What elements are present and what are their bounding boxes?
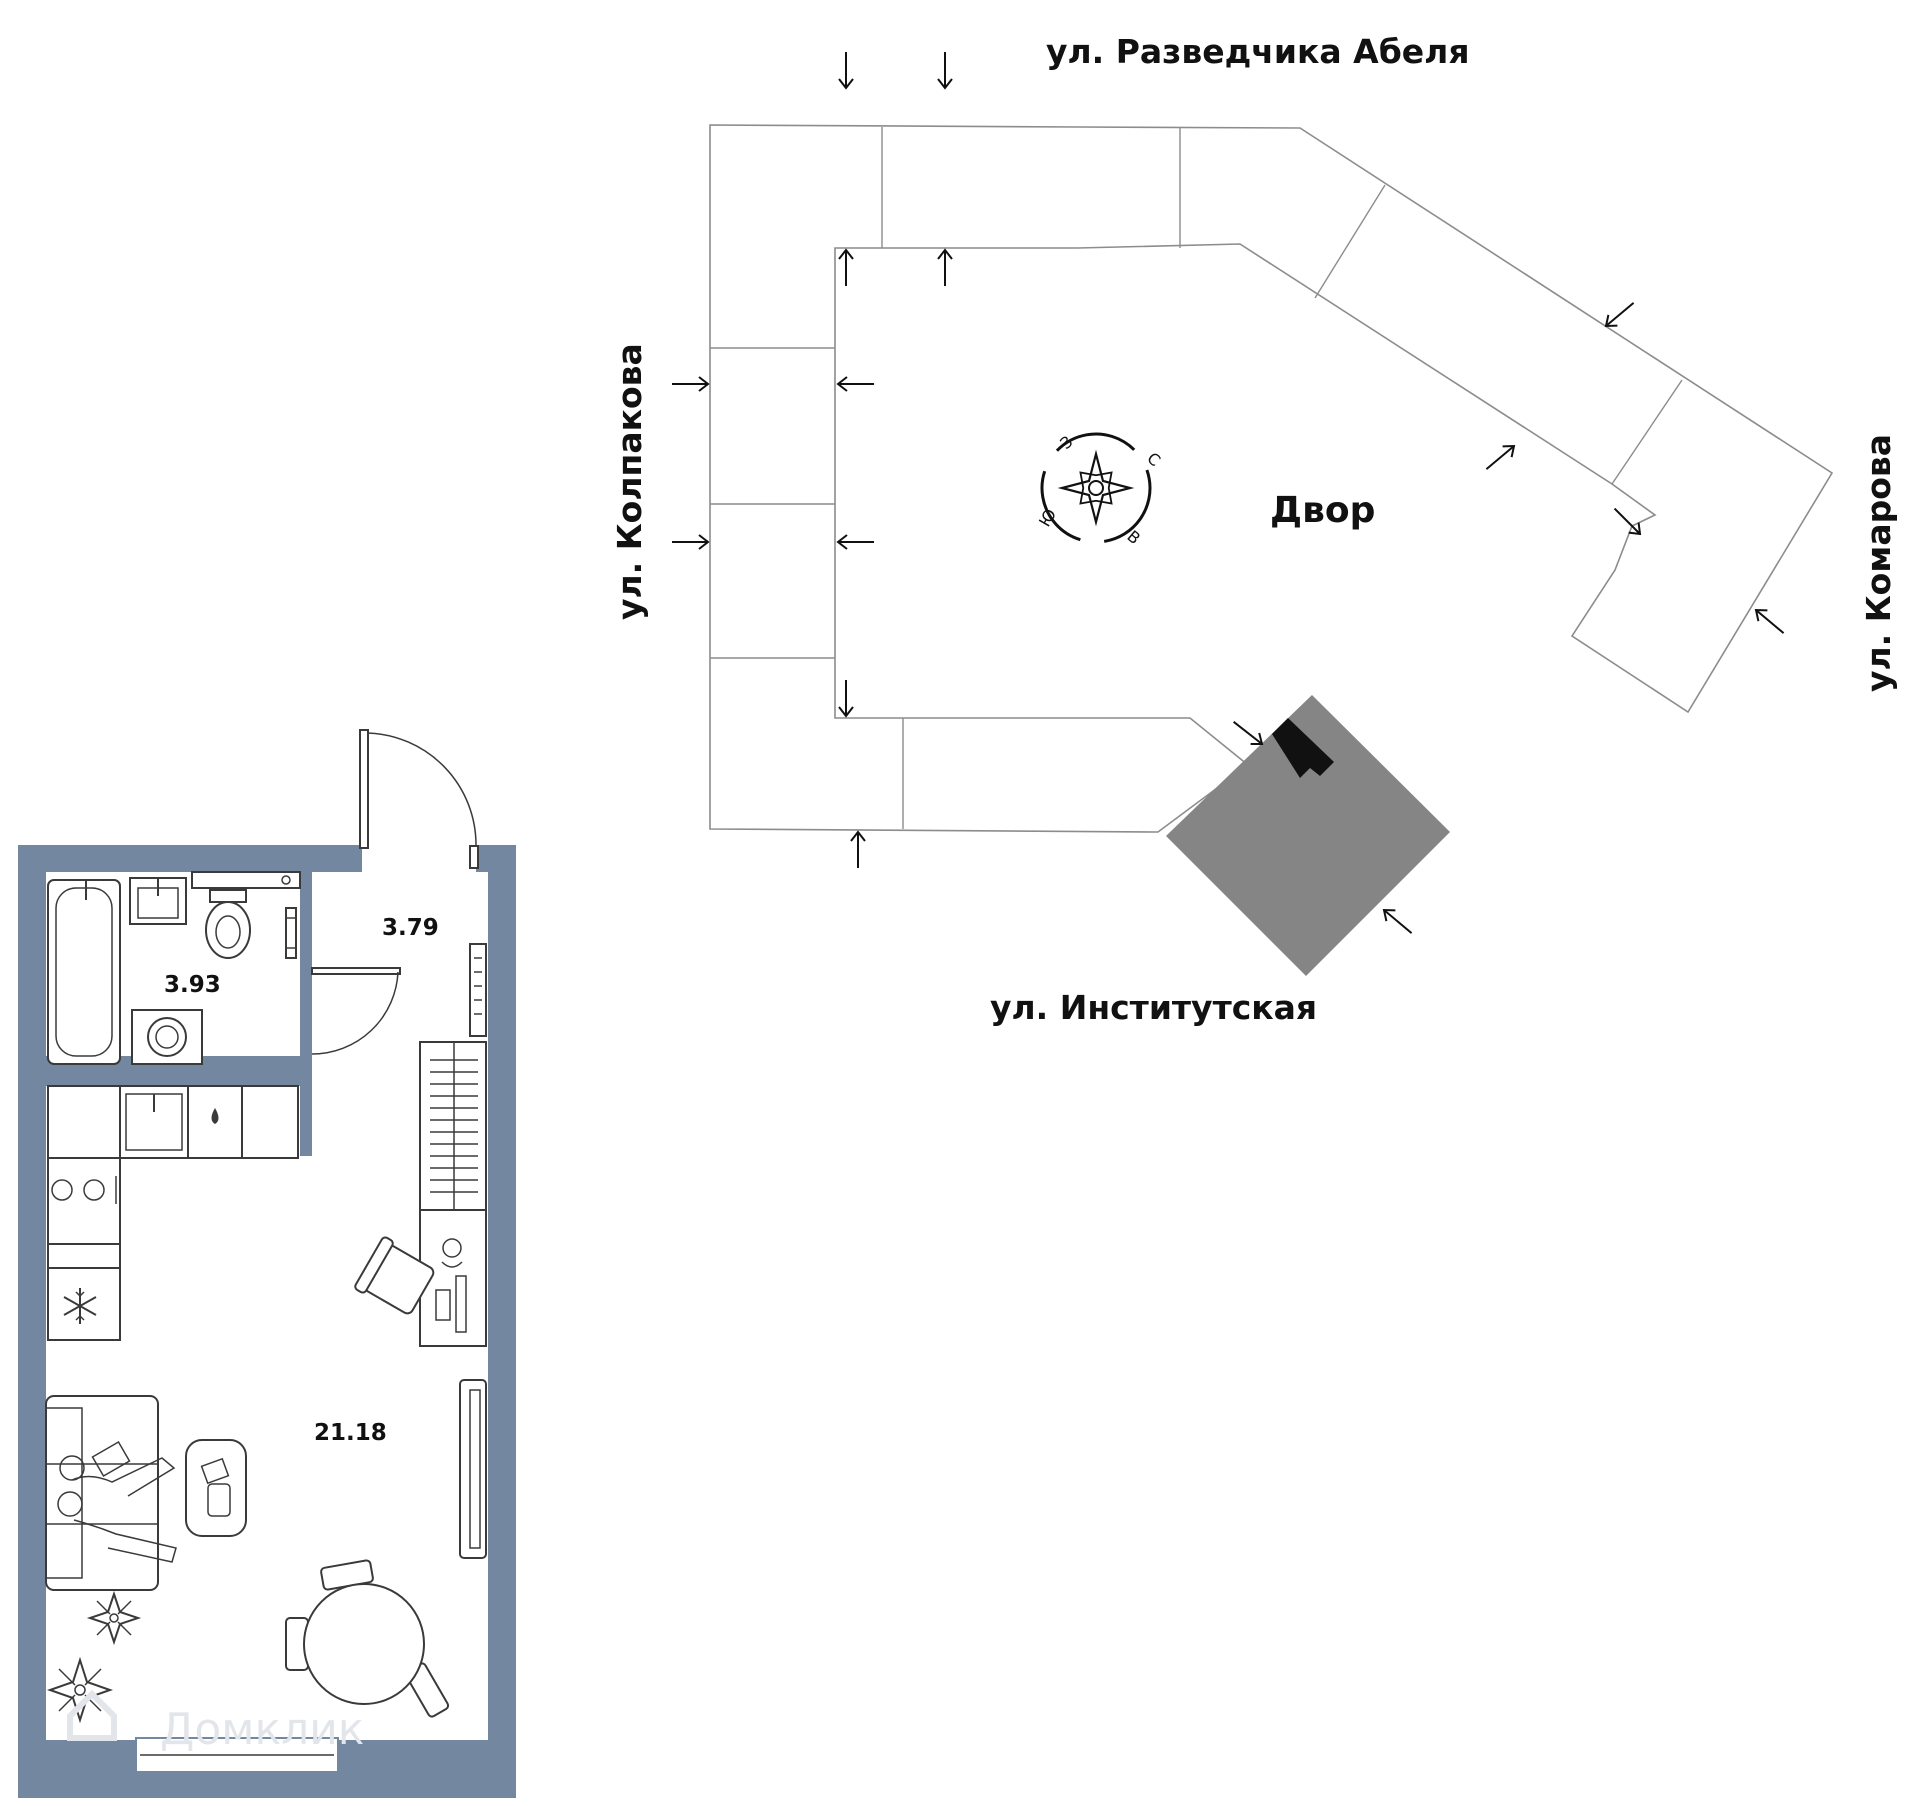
water-drop-icon [211,1108,219,1124]
compass-rose-icon [1040,432,1152,544]
building-section-lines [710,127,1683,829]
partition-bath-hall [300,872,312,1056]
dining-table-icon [285,1559,450,1718]
partition-kitchen-stub [300,1056,312,1156]
bathtub-icon [47,879,121,1065]
desk-chair-icon [354,1236,435,1315]
street-north-label: ул. Разведчика Абеля [1046,32,1470,71]
apartment-plan: Домклик 3.93 3.79 21.18 [18,729,516,1798]
tv-icon [459,1379,487,1559]
entrance-door-icon [359,729,479,869]
closet-icon [419,1041,487,1211]
compass-north-label: С [1143,449,1164,471]
street-west-label: ул. Колпакова [610,343,649,620]
bathroom-shelf [191,871,301,889]
snowflake-icon [63,1288,97,1324]
bathroom-door-icon [311,967,401,1055]
domclick-logo-icon [67,1689,117,1741]
heated-towel-rail [285,907,297,959]
bathroom-area-label: 3.93 [164,972,221,998]
entrance-opening [362,842,476,874]
sink-icon [125,1093,183,1151]
living-area-label: 21.18 [314,1420,387,1446]
entrance-arrow-icons [672,52,1785,934]
watermark-text: Домклик [160,1704,364,1755]
selected-entrance-marker [1272,718,1334,778]
hallway-area-label: 3.79 [382,915,439,941]
site-plan: С В Ю З Двор ул. Разведчика Абеля ул. Ин… [610,32,1898,1027]
stove-icon [51,1176,117,1204]
sink-icon [129,877,187,925]
toilet-icon [205,889,251,959]
building-outline [709,124,1834,833]
coffee-table-icon [185,1439,247,1537]
plant-icon [86,1590,142,1646]
yard-label: Двор [1270,490,1375,531]
street-south-label: ул. Институтская [990,988,1317,1027]
sofa-icon [45,1395,177,1591]
selected-section [1166,695,1450,976]
washing-machine-icon [131,1009,203,1065]
compass-east-label: В [1123,527,1144,549]
street-east-label: ул. Комарова [1859,434,1898,692]
wardrobe-icon [469,943,487,1037]
plant-icon [46,1656,114,1724]
